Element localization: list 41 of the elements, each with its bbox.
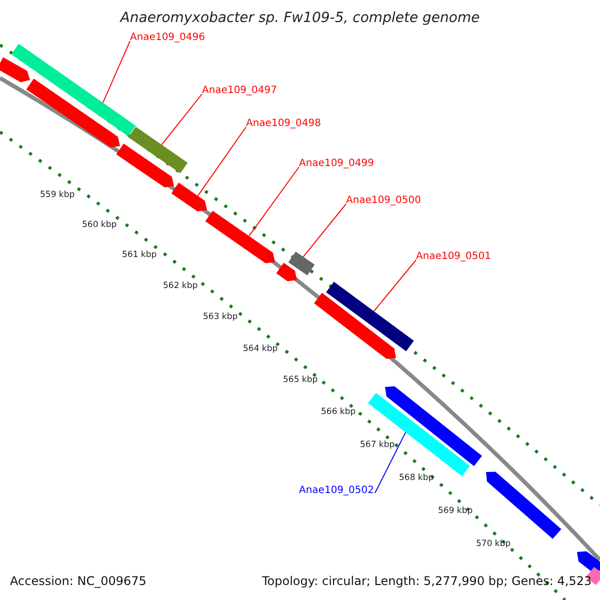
gene-bar	[326, 282, 414, 352]
footer-text: Accession: NC_009675	[10, 574, 146, 588]
leader-line	[102, 40, 130, 104]
gene-bar	[288, 252, 315, 276]
leader-line	[302, 204, 346, 258]
scale-label: 568 kbp	[399, 473, 434, 483]
scale-label: 564 kbp	[243, 344, 278, 354]
gene-bar	[486, 472, 562, 539]
scale-label: 563 kbp	[203, 312, 238, 322]
gene-label: Anae109_0496	[130, 32, 205, 43]
gene-bar	[205, 210, 275, 264]
scale-label: 570 kbp	[476, 539, 511, 549]
gene-label: Anae109_0499	[299, 158, 374, 169]
gene-bar	[116, 144, 174, 188]
footer-text: Topology: circular; Length: 5,277,990 bp; Genes: 4,523	[262, 574, 592, 588]
gene-label: Anae109_0497	[202, 85, 277, 96]
gene-bar	[26, 78, 120, 148]
leader-line	[161, 94, 202, 146]
scale-label: 560 kbp	[82, 220, 117, 230]
gene-label: Anae109_0502	[299, 485, 374, 496]
leader-line	[197, 126, 246, 196]
gene-bar	[276, 262, 297, 282]
scale-label: 562 kbp	[163, 281, 198, 291]
scale-label: 566 kbp	[321, 407, 356, 417]
leader-line	[373, 260, 416, 312]
gene-bar	[171, 182, 207, 212]
scale-label: 561 kbp	[122, 250, 157, 260]
gene-label: Anae109_0498	[246, 118, 321, 129]
scale-label: 567 kbp	[360, 440, 395, 450]
gene-bar	[11, 44, 136, 136]
scale-label: 559 kbp	[40, 190, 75, 200]
leader-line	[248, 166, 300, 236]
gene-label: Anae109_0500	[346, 195, 421, 206]
scale-label: 565 kbp	[283, 375, 318, 385]
gene-bar	[128, 126, 188, 174]
scale-label: 569 kbp	[438, 506, 473, 516]
title: Anaeromyxobacter sp. Fw109-5, complete genome	[118, 10, 481, 26]
leader-line	[374, 432, 406, 494]
gene-bar	[0, 57, 30, 82]
gene-bar	[314, 292, 396, 359]
gene-label: Anae109_0501	[416, 251, 491, 262]
